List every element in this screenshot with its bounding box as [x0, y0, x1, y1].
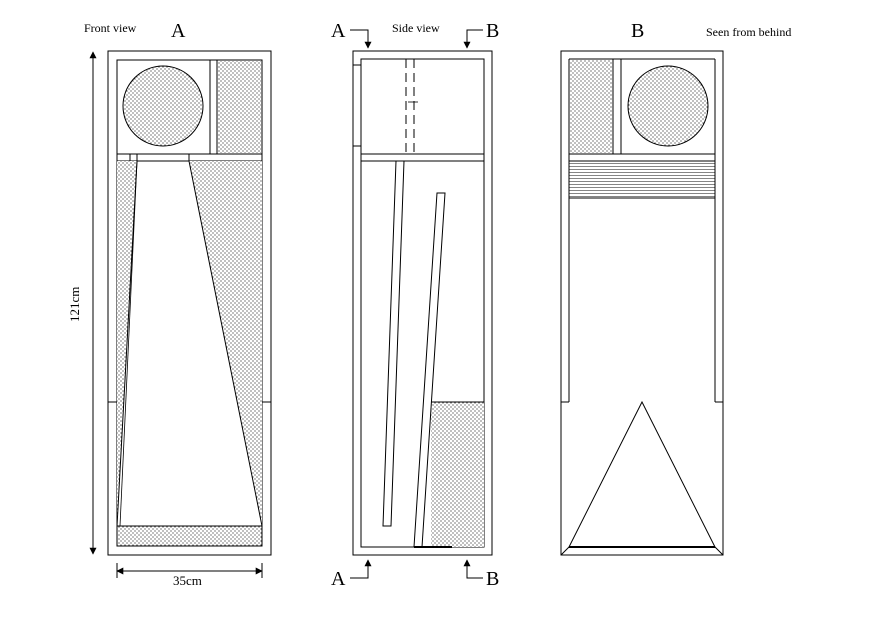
height-dimension: 121cm	[67, 287, 82, 322]
front-woofer-driver	[122, 65, 204, 147]
front-outer-cabinet	[107, 50, 272, 556]
side-section-b-top: B	[486, 20, 499, 42]
rear-woofer-driver	[627, 65, 709, 147]
side-dampening-fill	[431, 402, 484, 547]
side-section-a-bottom: A	[331, 568, 346, 590]
front-view-title: Front view	[84, 21, 137, 35]
side-front-baffle	[382, 160, 405, 527]
front-view-section-label: A	[171, 20, 186, 42]
rear-section-label: B	[631, 20, 644, 42]
rear-horn-mouth	[568, 400, 716, 548]
side-section-b-top-arrow	[463, 29, 483, 49]
side-section-a-top: A	[331, 20, 346, 42]
side-outer-cabinet	[352, 50, 493, 556]
front-view: Front view A 121cm 35cm	[67, 20, 272, 588]
front-upper-fill	[218, 61, 261, 153]
side-view: Side view A B A B	[331, 20, 499, 590]
side-section-b-bottom: B	[486, 568, 499, 590]
side-section-b-bottom-arrow	[463, 559, 483, 579]
rear-view-title: Seen from behind	[706, 25, 791, 39]
side-view-title: Side view	[392, 21, 440, 35]
rear-port-slot	[568, 160, 716, 199]
rear-upper-fill	[570, 60, 612, 153]
side-section-a-bottom-arrow	[350, 559, 372, 579]
side-section-a-top-arrow	[350, 29, 372, 49]
rear-outer-cabinet	[560, 50, 724, 556]
front-bottom-panel	[116, 525, 263, 547]
rear-view: B Seen from behind	[560, 20, 791, 556]
width-dimension: 35cm	[173, 573, 202, 588]
